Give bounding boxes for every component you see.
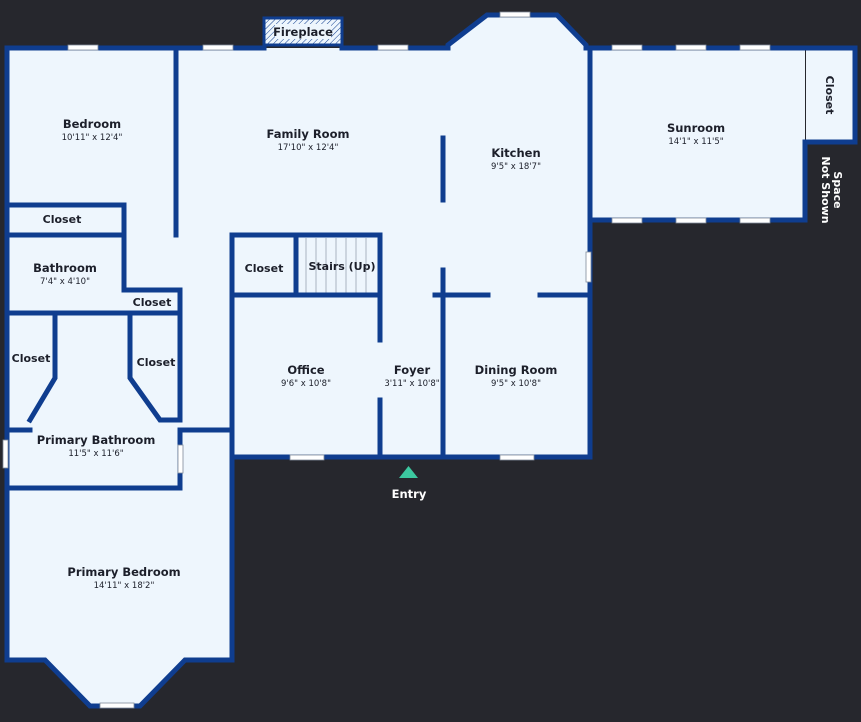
fireplace-label: Fireplace [273, 25, 333, 39]
bath-closet-label: Closet [133, 296, 172, 309]
primary-bedroom-dim: 14'11" x 18'2" [94, 581, 155, 591]
sunroom-dim: 14'1" x 11'5" [668, 137, 723, 147]
hall-closet-label: Closet [245, 262, 284, 275]
svg-text:Space: Space [831, 171, 844, 208]
foyer-dim: 3'11" x 10'8" [384, 379, 439, 389]
primary-closet-left-label: Closet [12, 352, 51, 365]
office-dim: 9'6" x 10'8" [281, 379, 331, 389]
foyer-name: Foyer [394, 363, 431, 377]
kitchen-name: Kitchen [491, 146, 540, 160]
primary-bedroom-name: Primary Bedroom [67, 565, 180, 579]
entry-marker[interactable] [399, 466, 418, 478]
family-room-name: Family Room [267, 127, 350, 141]
sunroom-name: Sunroom [667, 121, 725, 135]
svg-text:Not Shown: Not Shown [819, 156, 832, 223]
primary-bathroom-name: Primary Bathroom [37, 433, 156, 447]
bedroom-dim: 10'11" x 12'4" [62, 133, 123, 143]
office-name: Office [287, 363, 324, 377]
primary-bathroom-dim: 11'5" x 11'6" [68, 449, 123, 459]
windows [2, 11, 771, 709]
bathroom-dim: 7'4" x 4'10" [40, 277, 90, 287]
primary-closet-right-label: Closet [137, 356, 176, 369]
space-not-shown-label: Space Not Shown [819, 156, 844, 223]
bedroom-closet-label: Closet [43, 213, 82, 226]
floor-areas [7, 15, 855, 706]
bathroom-name: Bathroom [33, 261, 97, 275]
stairs-label: Stairs (Up) [308, 260, 375, 273]
stairs [296, 238, 380, 294]
kitchen-dim: 9'5" x 18'7" [491, 162, 541, 172]
entry-label: Entry [392, 487, 427, 501]
dining-room-name: Dining Room [475, 363, 558, 377]
dining-room-dim: 9'5" x 10'8" [491, 379, 541, 389]
family-room-dim: 17'10" x 12'4" [278, 143, 339, 153]
sunroom-closet-label: Closet [823, 76, 836, 115]
bedroom-name: Bedroom [63, 117, 121, 131]
